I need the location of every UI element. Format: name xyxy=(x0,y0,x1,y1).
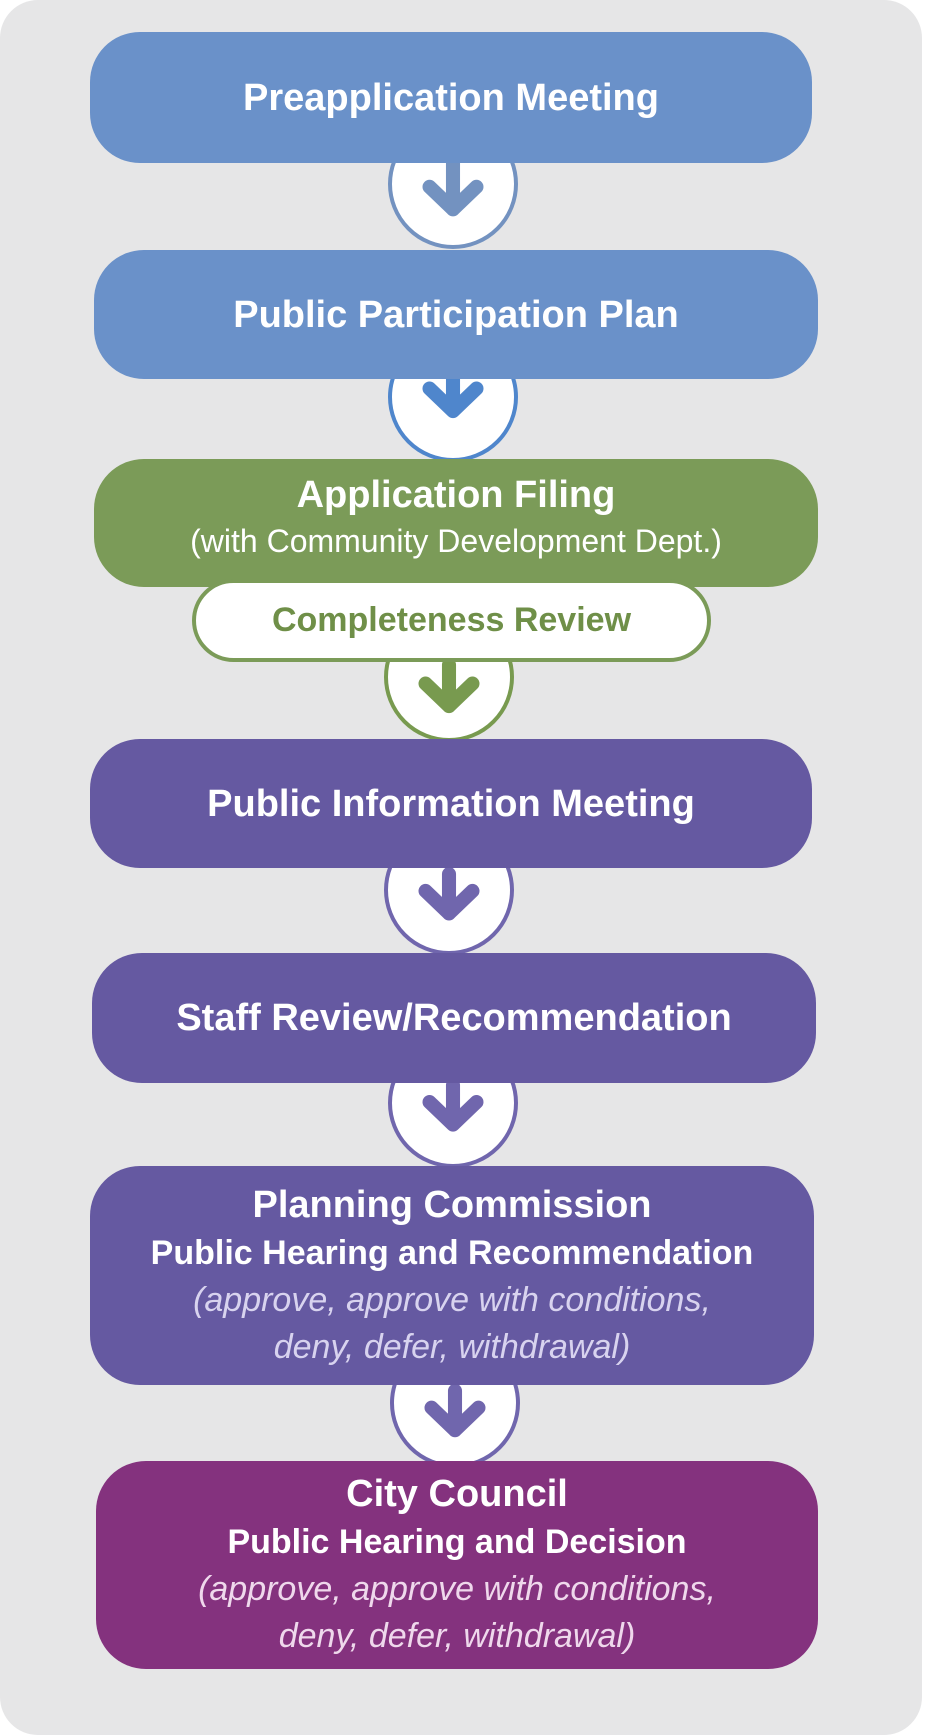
step-title: Staff Review/Recommendation xyxy=(176,997,732,1039)
step-city-council: City Council Public Hearing and Decision… xyxy=(96,1461,818,1669)
step-title: Planning Commission xyxy=(252,1183,652,1226)
step-options-line-1: (approve, approve with conditions, xyxy=(198,1570,716,1608)
step-planning-commission: Planning Commission Public Hearing and R… xyxy=(90,1166,814,1385)
step-subtitle: (with Community Development Dept.) xyxy=(190,523,722,559)
step-title: Preapplication Meeting xyxy=(243,76,659,119)
step-preapplication-meeting: Preapplication Meeting xyxy=(90,32,812,163)
step-application-filing: Application Filing (with Community Devel… xyxy=(94,459,818,587)
step-public-participation-plan: Public Participation Plan xyxy=(94,250,818,379)
step-options-line-2: deny, defer, withdrawal) xyxy=(273,1327,631,1366)
arrow-down-icon xyxy=(418,657,480,714)
step-options-line-1: (approve, approve with conditions, xyxy=(193,1280,711,1319)
arrow-down-icon xyxy=(422,153,484,217)
step-staff-review: Staff Review/Recommendation xyxy=(92,953,816,1083)
arrow-down-icon xyxy=(418,867,480,921)
step-title: City Council xyxy=(346,1473,568,1515)
arrow-down-icon xyxy=(422,1078,484,1132)
step-title: Public Participation Plan xyxy=(233,293,679,336)
step-title: Public Information Meeting xyxy=(207,782,695,825)
step-public-information-meeting: Public Information Meeting xyxy=(90,739,812,868)
step-subtitle: Public Hearing and Recommendation xyxy=(150,1233,754,1272)
step-options-line-2: deny, defer, withdrawal) xyxy=(278,1617,636,1655)
step-title: Application Filing xyxy=(296,474,616,516)
step-subtitle: Public Hearing and Decision xyxy=(227,1523,687,1561)
arrow-down-icon xyxy=(424,1383,486,1438)
completeness-review-badge: Completeness Review xyxy=(192,579,711,662)
